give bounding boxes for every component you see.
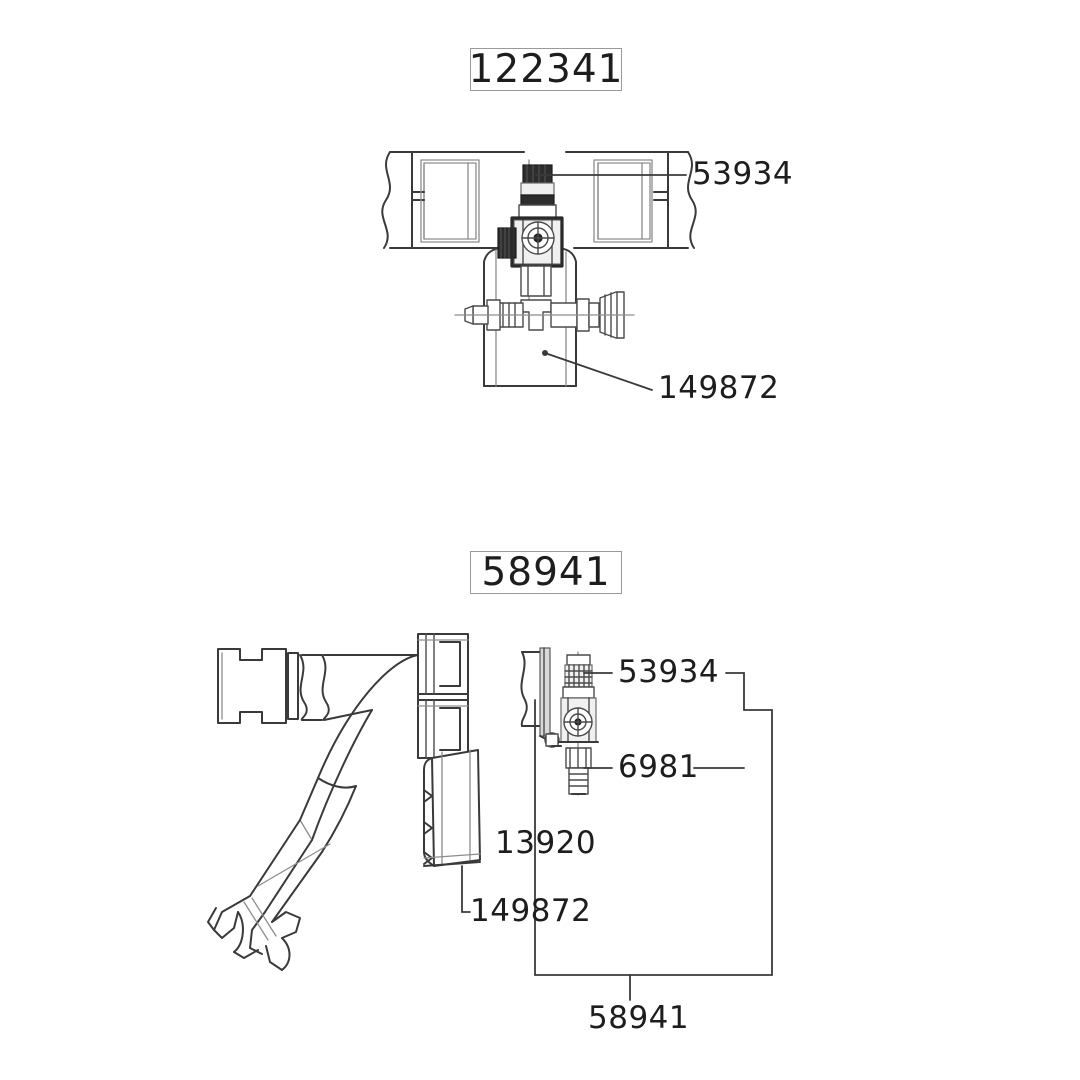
hose-connector — [217, 648, 419, 724]
leader-53934-bottom — [583, 672, 745, 711]
leader-149872-top — [542, 350, 653, 391]
callout-149872-top: 149872 — [658, 370, 780, 406]
top-rail-left — [381, 151, 525, 249]
nozzle-tip — [207, 895, 301, 971]
assembly-title-box-bottom: 58941 — [470, 551, 622, 594]
bottom-assembly-artwork — [207, 633, 773, 1001]
top-assembly-artwork — [381, 151, 697, 391]
callout-6981: 6981 — [618, 749, 699, 785]
top-valve — [497, 159, 564, 301]
callout-149872-bottom: 149872 — [470, 893, 592, 929]
assembly-title-box-top: 122341 — [468, 47, 624, 92]
assembly-title-bottom: 58941 — [481, 550, 611, 595]
bracket-58941 — [534, 709, 773, 1001]
callout-53934-bottom: 53934 — [618, 654, 720, 690]
grip-cylinder — [423, 749, 481, 867]
bottom-valve — [520, 647, 599, 796]
top-tee-fitting — [454, 291, 635, 339]
callout-53934-top: 53934 — [692, 156, 794, 192]
gun-body — [249, 654, 419, 923]
top-rail-right — [565, 151, 697, 249]
assembly-title-top: 122341 — [468, 47, 624, 92]
callout-13920: 13920 — [495, 825, 597, 861]
leader-149872-bottom — [461, 865, 471, 913]
callout-58941-bracket: 58941 — [588, 1000, 690, 1036]
trigger-housing — [417, 633, 469, 759]
